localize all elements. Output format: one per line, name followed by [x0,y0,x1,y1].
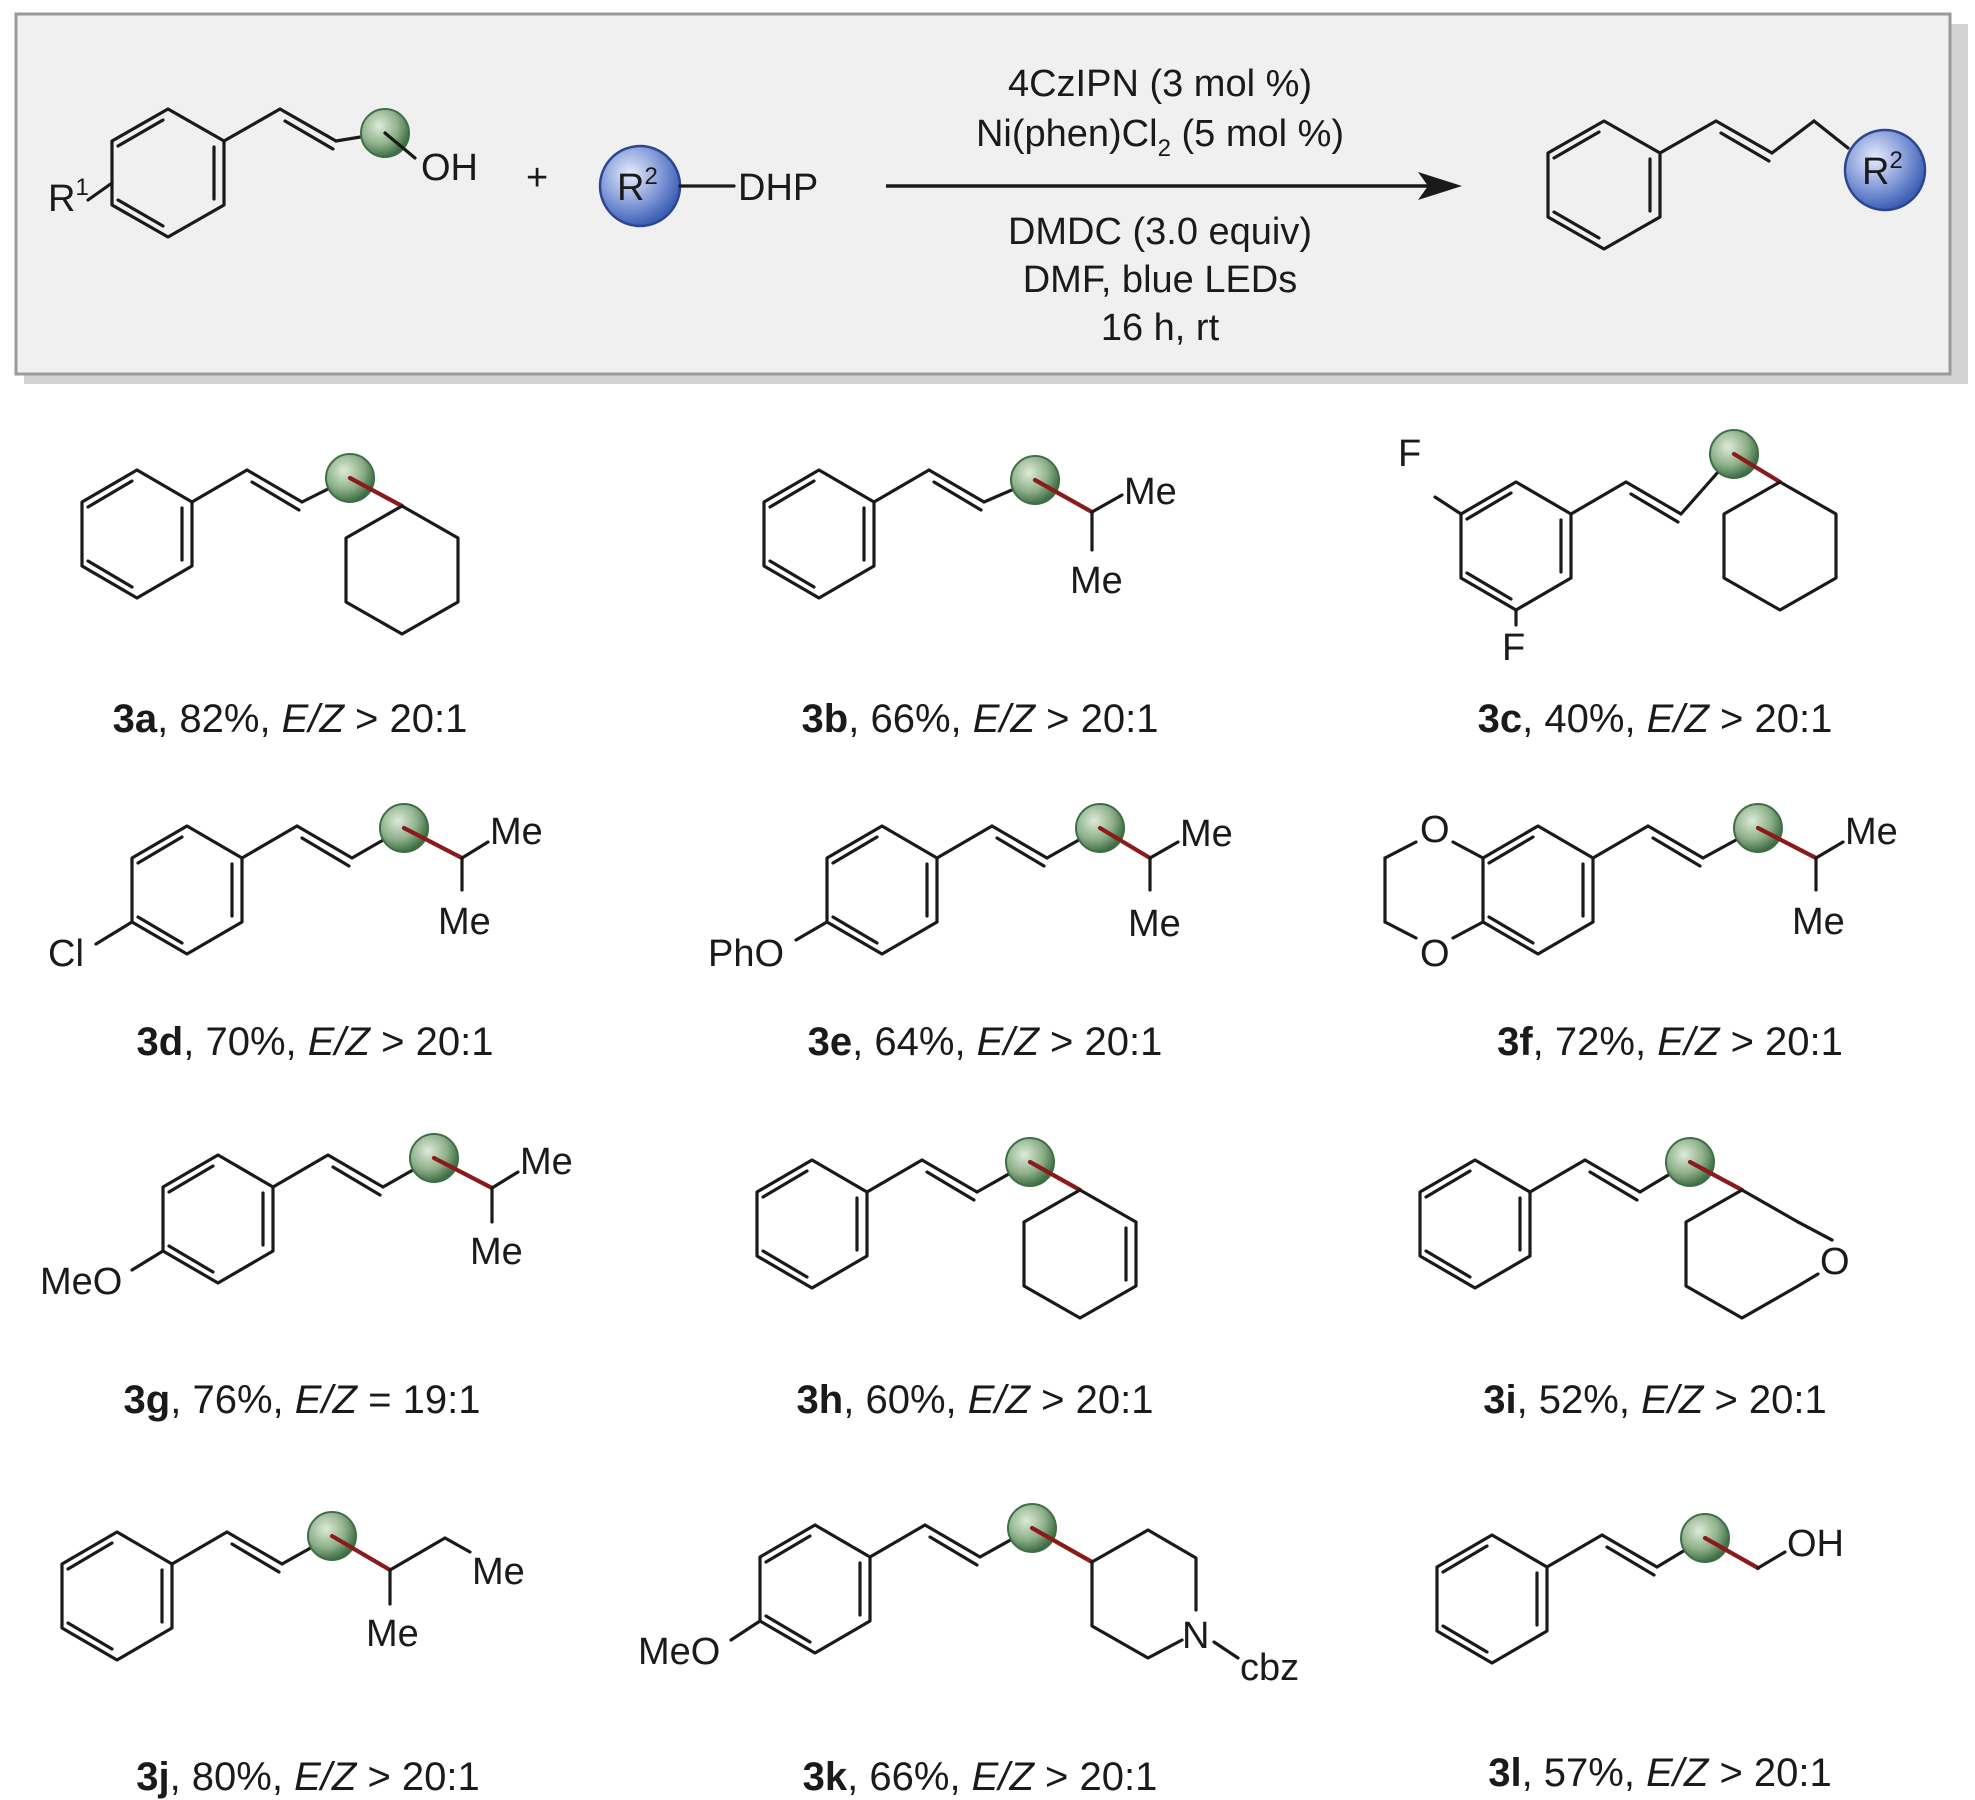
methyl-label: Me [366,1613,419,1655]
chloro-label: Cl [48,933,84,975]
hydroxyl-label: OH [421,147,478,189]
caption-3g: 3g, 76%, E/Z = 19:1 [124,1378,481,1422]
methyl-label: Me [438,901,491,943]
condition-photocatalyst: 4CzIPN (3 mol %) [1008,63,1312,105]
reaction-arrow [886,172,1462,200]
compound-3e: PhO Me Me [708,803,1233,975]
condition-time-temperature: 16 h, rt [1101,307,1220,349]
caption-3c: 3c, 40%, E/Z > 20:1 [1478,697,1833,741]
condition-solvent-light: DMF, blue LEDs [1023,259,1298,301]
compound-3a [80,453,460,636]
condition-nickel-catalyst: Ni(phen)Cl2 (5 mol %) [976,113,1344,162]
compound-3f: O O Me Me [1383,803,1898,975]
compound-captions: 3a, 82%, E/Z > 20:1 3b, 66%, E/Z > 20:1 … [113,697,1843,1799]
product-r2-label: R2 [1862,147,1903,193]
methyl-label: Me [1124,471,1177,513]
methyl-label: Me [520,1141,573,1183]
caption-3h: 3h, 60%, E/Z > 20:1 [797,1378,1154,1422]
r1-label: R1 [48,174,89,220]
compound-3b: Me Me [762,455,1177,602]
plus-sign: + [526,157,548,199]
methoxy-label: MeO [638,1631,720,1673]
fluoro-label: F [1398,433,1421,475]
cbz-label: cbz [1240,1647,1299,1689]
product-allyl-r2: R2 [1546,119,1927,251]
caption-3e: 3e, 64%, E/Z > 20:1 [808,1020,1163,1064]
compound-3j: Me Me [60,1511,525,1662]
methyl-label: Me [1128,903,1181,945]
methyl-label: Me [1845,811,1898,853]
compound-3g: MeO Me Me [40,1133,573,1303]
compound-3h [755,1137,1138,1320]
product-r2-sphere [1843,128,1927,212]
dhp-label: DHP [738,167,818,209]
caption-3j: 3j, 80%, E/Z > 20:1 [136,1755,480,1799]
dioxane-oxygen-label: O [1420,809,1450,851]
methyl-label: Me [490,811,543,853]
caption-3b: 3b, 66%, E/Z > 20:1 [802,697,1159,741]
r2-label: R2 [617,163,658,209]
caption-3a: 3a, 82%, E/Z > 20:1 [113,697,468,741]
methyl-label: Me [1180,813,1233,855]
caption-3k: 3k, 66%, E/Z > 20:1 [803,1755,1158,1799]
methyl-label: Me [1792,901,1845,943]
caption-3l: 3l, 57%, E/Z > 20:1 [1488,1751,1832,1795]
piperidine-nitrogen-label: N [1182,1615,1209,1657]
compound-3c: F F [1398,429,1838,669]
methyl-label: Me [470,1231,523,1273]
compound-3k: MeO N cbz [638,1503,1299,1689]
caption-3d: 3d, 70%, E/Z > 20:1 [137,1020,494,1064]
compound-3i: O [1418,1137,1850,1320]
condition-additive: DMDC (3.0 equiv) [1008,211,1312,253]
phenoxy-label: PhO [708,933,784,975]
methyl-label: Me [1070,560,1123,602]
reaction-panel: R1 OH + R2 DHP 4CzIPN (3 mol %) Ni(phen)… [14,12,1968,384]
dioxane-oxygen-label: O [1420,933,1450,975]
caption-3i: 3i, 52%, E/Z > 20:1 [1483,1378,1827,1422]
compound-3d: Cl Me Me [48,803,543,975]
fluoro-label: F [1502,627,1525,669]
hydroxyl-label: OH [1787,1523,1844,1565]
ethyl-methyl-label: Me [472,1551,525,1593]
methoxy-label: MeO [40,1261,122,1303]
pyran-oxygen-label: O [1820,1241,1850,1283]
compound-3l: OH [1435,1513,1844,1665]
reactant-r2-dhp: R2 DHP [598,144,818,228]
reactant-cinnamyl-alcohol: R1 OH [48,107,478,239]
caption-3f: 3f, 72%, E/Z > 20:1 [1497,1020,1843,1064]
panel-background [14,12,1952,376]
